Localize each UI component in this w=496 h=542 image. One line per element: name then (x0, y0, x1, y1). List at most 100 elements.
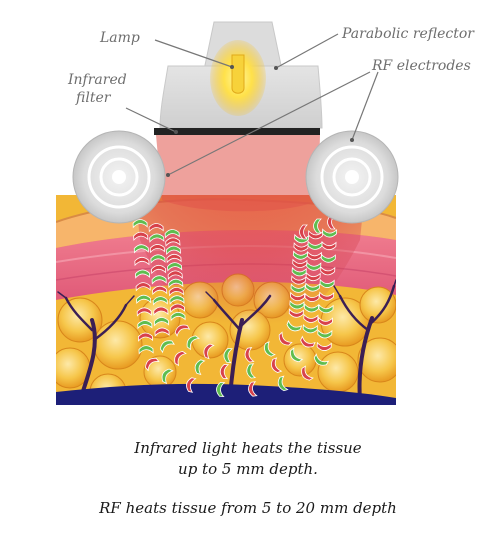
rf-chevron (319, 291, 335, 301)
rf-chevron (152, 285, 168, 296)
rf-electrode-right (305, 130, 399, 224)
rf-chevron (299, 224, 308, 240)
rf-chevron (246, 363, 257, 379)
rf-leader-right (351, 71, 379, 141)
rf-chevron (169, 303, 186, 313)
label-lamp: Lamp (99, 30, 140, 46)
rf-chevron (317, 316, 333, 326)
rf-chevron (305, 282, 321, 292)
rf-chevron (151, 275, 167, 285)
rf-leader-left (167, 71, 371, 176)
device-head (154, 21, 323, 212)
rf-chevron (321, 240, 337, 251)
rf-chevron (137, 332, 153, 342)
rf-chevron (277, 375, 289, 392)
rf-chevron (168, 278, 184, 289)
rf-chevron (320, 266, 336, 276)
rf-chevron (304, 292, 320, 302)
rf-chevron (132, 219, 148, 229)
caption-infrared-line1: Infrared light heats the tissue (134, 439, 362, 457)
rf-chevron (327, 214, 336, 230)
rf-chevron (174, 350, 187, 367)
rf-chevron (194, 359, 206, 376)
rf-chevron (264, 341, 276, 357)
rf-chevron (286, 319, 303, 332)
rf-chevron (294, 233, 310, 244)
rf-chevron (159, 340, 175, 354)
rf-chevron (289, 300, 305, 310)
rf-chevron (322, 228, 338, 238)
rf-chevron (167, 262, 183, 272)
rf-chevron (313, 353, 330, 366)
rf-chevron (248, 381, 258, 397)
caption-infrared-line2: up to 5 mm depth. (178, 460, 318, 478)
rf-chevron (292, 250, 309, 260)
rf-chevron (313, 218, 322, 234)
rf-chevron (133, 231, 149, 241)
rf-chevron (316, 341, 332, 351)
filter-leader (125, 107, 177, 133)
rf-chevron (317, 329, 333, 339)
infrared-filter (154, 128, 320, 135)
rf-chevron (153, 306, 169, 316)
caption-rf: RF heats tissue from 5 to 20 mm depth (0, 498, 496, 519)
rf-chevron (223, 348, 233, 364)
rf-chevron (149, 233, 165, 243)
rf-chevron (302, 324, 318, 334)
rf-chevron (308, 230, 324, 240)
rf-chevron (164, 229, 180, 239)
rf-chevron (161, 368, 174, 385)
rf-chevron (165, 237, 181, 247)
rf-chevron (307, 240, 323, 250)
rf-chevron (290, 347, 304, 363)
deep-blood-vessel (56, 383, 396, 405)
rf-chevron (134, 256, 150, 267)
rf-chevron (290, 283, 306, 293)
label-rf-electrodes: RF electrodes (371, 58, 471, 74)
rf-chevron (219, 363, 230, 380)
rf-chevron (138, 345, 154, 355)
rf-chevron (292, 258, 308, 268)
caption-infrared: Infrared light heats the tissue up to 5 … (0, 438, 496, 480)
rf-chevron (145, 357, 160, 372)
rf-chevron (293, 242, 309, 252)
rf-current-paths (132, 214, 338, 398)
rf-chevron (167, 270, 183, 280)
rf-chevron (305, 271, 321, 282)
rf-chevron (301, 365, 314, 381)
rf-chevron (271, 357, 283, 373)
rf-chevron (278, 331, 293, 346)
rf-chevron (133, 244, 149, 254)
rf-chevron (319, 278, 335, 288)
rf-chevron (149, 244, 165, 254)
rf-chevron (186, 335, 200, 351)
rf-electrode-left (72, 130, 166, 224)
rf-chevron (288, 308, 304, 318)
rf-chevron (152, 296, 168, 306)
rf-chevron (291, 275, 307, 285)
rf-chevron (303, 313, 319, 323)
rf-chevron (300, 335, 316, 348)
rf-chevron (136, 294, 152, 305)
caption-rf-line: RF heats tissue from 5 to 20 mm depth (99, 499, 397, 517)
rf-chevron (168, 287, 184, 297)
rf-chevron (186, 377, 197, 393)
rf-chevron (318, 303, 334, 314)
label-infrared-filter-line2: filter (75, 90, 112, 106)
rf-chevron (306, 261, 322, 271)
rf-chevron (244, 347, 255, 363)
rf-chevron (135, 282, 151, 292)
reflector-leader (275, 33, 339, 69)
rf-chevron (148, 223, 164, 233)
rf-chevron (216, 381, 226, 398)
rf-chevron (153, 317, 170, 327)
rf-chevron (303, 303, 320, 313)
rf-chevron (306, 250, 322, 261)
callout-dots (166, 65, 354, 177)
lamp-leader (154, 39, 233, 68)
rf-chevron (320, 253, 336, 263)
rf-chevron (289, 291, 306, 302)
rf-chevron (169, 295, 185, 305)
rf-chevron (203, 343, 215, 360)
rf-chevron (174, 324, 191, 337)
